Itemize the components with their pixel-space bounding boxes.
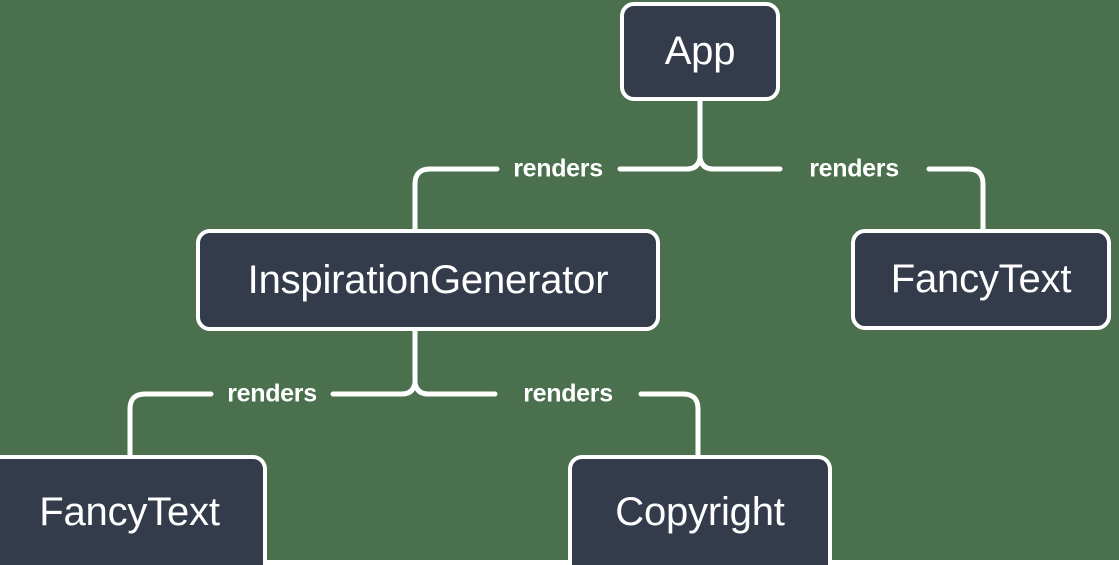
node-fancytext-bottom[interactable]: FancyText xyxy=(0,455,267,565)
edge-label-inspiration-generator-to-fancytext-bottom: renders xyxy=(227,379,317,408)
edge-inspiration-generator-to-copyright xyxy=(638,391,701,458)
edge-bottom-bus-left-inner xyxy=(330,380,418,397)
node-label-app: App xyxy=(664,29,736,73)
node-label-inspiration-generator: InspirationGenerator xyxy=(247,257,609,302)
node-label-fancytext-bottom: FancyText xyxy=(39,489,220,534)
node-app[interactable]: App xyxy=(620,2,780,101)
edge-label-inspiration-generator-to-copyright: renders xyxy=(523,379,613,408)
node-label-copyright: Copyright xyxy=(615,489,785,534)
node-label-fancytext-right: FancyText xyxy=(890,257,1072,301)
node-copyright[interactable]: Copyright xyxy=(568,455,832,565)
node-fancytext-right[interactable]: FancyText xyxy=(851,229,1111,330)
node-inspiration-generator[interactable]: InspirationGenerator xyxy=(196,229,660,331)
edge-inspiration-generator-to-fancytext-bottom xyxy=(127,391,214,458)
edge-label-app-to-inspiration-generator: renders xyxy=(513,154,603,183)
edge-app-to-inspiration-generator xyxy=(412,166,500,232)
edge-bottom-bus-right-inner xyxy=(412,380,498,397)
edge-app-to-fancytext-right xyxy=(926,166,986,232)
edge-top-bus-right-inner xyxy=(697,155,783,172)
edge-label-app-to-fancytext-right: renders xyxy=(809,154,899,183)
edge-top-bus-left-inner xyxy=(617,155,703,172)
